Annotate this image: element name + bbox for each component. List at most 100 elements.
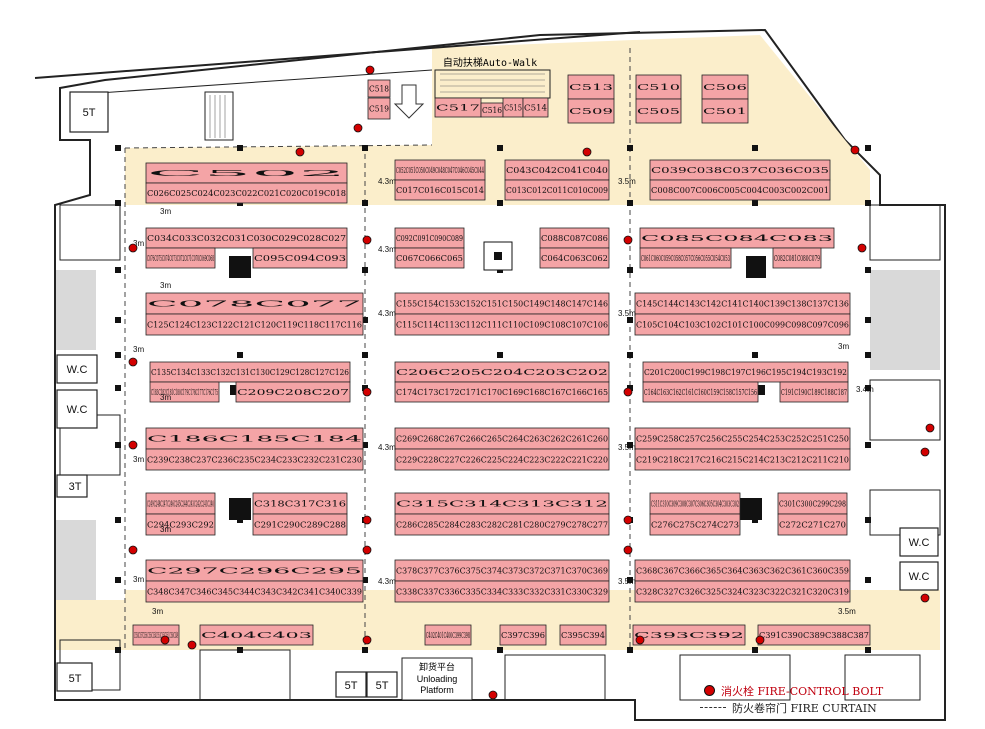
booth-c183[interactable]: C183C182C181C180C179C178C177C176C175 bbox=[149, 381, 220, 403]
booth-rect[interactable] bbox=[634, 313, 851, 336]
booth-c291[interactable]: C291C290C289C288 bbox=[252, 513, 348, 536]
booth-rect[interactable] bbox=[567, 98, 615, 124]
booth-rect[interactable] bbox=[701, 74, 749, 100]
booth-c404[interactable]: C404C403 bbox=[199, 624, 314, 646]
booth-rect[interactable] bbox=[649, 513, 741, 536]
booth-rect[interactable] bbox=[394, 381, 610, 403]
booth-c318[interactable]: C318C317C316 bbox=[252, 492, 348, 515]
booth-rect[interactable] bbox=[539, 247, 610, 269]
booth-rect[interactable] bbox=[499, 624, 547, 646]
booth-c368[interactable]: C368C367C366C365C364C363C362C361C360C359 bbox=[634, 559, 851, 582]
booth-c008[interactable]: C008C007C006C005C004C003C002C001 bbox=[649, 179, 831, 201]
booth-rect[interactable] bbox=[632, 624, 746, 646]
booth-c115[interactable]: C115C114C113C112C111C110C109C108C107C106 bbox=[394, 313, 610, 336]
booth-rect[interactable] bbox=[252, 513, 348, 536]
booth-c510[interactable]: C510 bbox=[635, 74, 682, 100]
booth-rect[interactable] bbox=[522, 97, 549, 118]
booth-c515[interactable]: C515 bbox=[502, 97, 524, 118]
booth-rect[interactable] bbox=[394, 448, 610, 471]
booth-rect[interactable] bbox=[779, 381, 849, 403]
booth-c395[interactable]: C395C394 bbox=[559, 624, 607, 646]
booth-c513[interactable]: C513 bbox=[567, 74, 615, 100]
booth-rect[interactable] bbox=[145, 247, 216, 269]
booth-c052[interactable]: C052C051C050C049C048C047C046C045C044 bbox=[394, 159, 486, 181]
booth-c095[interactable]: C095C094C093 bbox=[252, 247, 348, 269]
booth-c191[interactable]: C191C190C189C188C187 bbox=[779, 381, 849, 403]
booth-c076[interactable]: C076C075C074C073C072C071C070C069C068 bbox=[145, 247, 216, 269]
booth-c315[interactable]: C315C314C313C312 bbox=[394, 492, 610, 515]
booth-c272[interactable]: C272C271C270 bbox=[777, 513, 848, 536]
booth-rect[interactable] bbox=[634, 580, 851, 603]
booth-c301[interactable]: C301C300C299C298 bbox=[777, 492, 848, 515]
booth-c164[interactable]: C164C163C162C161C160C159C158C157C156 bbox=[642, 381, 759, 403]
booth-c017[interactable]: C017C016C015C014 bbox=[394, 179, 486, 201]
booth-c397[interactable]: C397C396 bbox=[499, 624, 547, 646]
booth-rect[interactable] bbox=[757, 624, 871, 646]
booth-c067[interactable]: C067C066C065 bbox=[394, 247, 465, 269]
booth-c269[interactable]: C269C268C267C266C265C264C263C262C261C260 bbox=[394, 427, 610, 450]
booth-c206[interactable]: C206C205C204C203C202 bbox=[394, 361, 610, 383]
booth-c174[interactable]: C174C173C172C171C170C169C168C167C166C165 bbox=[394, 381, 610, 403]
booth-c502[interactable]: C502 bbox=[145, 162, 348, 184]
booth-c043[interactable]: C043C042C041C040 bbox=[504, 159, 610, 181]
booth-c509[interactable]: C509 bbox=[567, 98, 615, 124]
booth-c078[interactable]: C078C077 bbox=[145, 292, 364, 315]
booth-c297[interactable]: C297C296C295 bbox=[145, 559, 364, 582]
booth-c061[interactable]: C061C060C059C058C057C056C055C054C053 bbox=[639, 247, 732, 269]
booth-rect[interactable] bbox=[367, 97, 391, 120]
booth-rect[interactable] bbox=[504, 179, 610, 201]
booth-c311[interactable]: C311C310C309C308C307C306C305C304C303C302 bbox=[649, 492, 741, 515]
booth-rect[interactable] bbox=[145, 182, 348, 204]
booth-c092[interactable]: C092C091C090C089 bbox=[394, 227, 465, 249]
booth-rect[interactable] bbox=[559, 624, 607, 646]
booth-rect[interactable] bbox=[394, 580, 610, 603]
booth-c034[interactable]: C034C033C032C031C030C029C028C027 bbox=[145, 227, 348, 249]
booth-rect[interactable] bbox=[424, 624, 472, 646]
booth-rect[interactable] bbox=[199, 624, 314, 646]
booth-c276[interactable]: C276C275C274C273 bbox=[649, 513, 741, 536]
booth-rect[interactable] bbox=[394, 247, 465, 269]
booth-rect[interactable] bbox=[642, 381, 759, 403]
booth-c393[interactable]: C393C392 bbox=[632, 624, 746, 646]
booth-c506[interactable]: C506 bbox=[701, 74, 749, 100]
booth-c026[interactable]: C026C025C024C023C022C021C020C019C018 bbox=[145, 182, 348, 204]
booth-c239[interactable]: C239C238C237C236C235C234C233C232C231C230 bbox=[145, 448, 364, 471]
booth-c348[interactable]: C348C347C346C345C344C343C342C341C340C339 bbox=[145, 580, 364, 603]
booth-c229[interactable]: C229C228C227C226C225C224C223C222C221C220 bbox=[394, 448, 610, 471]
booth-rect[interactable] bbox=[394, 513, 610, 536]
booth-c135[interactable]: C135C134C133C132C131C130C129C128C127C126 bbox=[149, 361, 351, 383]
booth-c105[interactable]: C105C104C103C102C101C100C099C098C097C096 bbox=[634, 313, 851, 336]
booth-rect[interactable] bbox=[394, 179, 486, 201]
booth-c286[interactable]: C286C285C284C283C282C281C280C279C278C277 bbox=[394, 513, 610, 536]
booth-c186[interactable]: C186C185C184 bbox=[145, 427, 364, 450]
booth-c294[interactable]: C294C293C292 bbox=[145, 513, 216, 536]
booth-rect[interactable] bbox=[145, 580, 364, 603]
booth-rect[interactable] bbox=[639, 227, 835, 249]
booth-c391[interactable]: C391C390C389C388C387 bbox=[757, 624, 871, 646]
booth-c338[interactable]: C338C337C336C335C334C333C332C331C330C329 bbox=[394, 580, 610, 603]
booth-c378[interactable]: C378C377C376C375C374C373C372C371C370C369 bbox=[394, 559, 610, 582]
booth-rect[interactable] bbox=[701, 98, 749, 124]
booth-rect[interactable] bbox=[145, 313, 364, 336]
booth-rect[interactable] bbox=[145, 448, 364, 471]
booth-rect[interactable] bbox=[145, 513, 216, 536]
booth-rect[interactable] bbox=[649, 179, 831, 201]
booth-rect[interactable] bbox=[639, 247, 732, 269]
booth-rect[interactable] bbox=[235, 381, 351, 403]
booth-c519[interactable]: C519 bbox=[367, 97, 391, 120]
booth-rect[interactable] bbox=[567, 74, 615, 100]
booth-rect[interactable] bbox=[634, 448, 851, 471]
booth-c518[interactable]: C518 bbox=[367, 79, 391, 98]
booth-c013[interactable]: C013C012C011C010C009 bbox=[504, 179, 610, 201]
booth-c249[interactable]: C249C248C247C246C245C244C243C242C241C240 bbox=[145, 492, 216, 515]
booth-c501[interactable]: C501 bbox=[701, 98, 749, 124]
booth-rect[interactable] bbox=[252, 247, 348, 269]
booth-rect[interactable] bbox=[394, 313, 610, 336]
booth-rect[interactable] bbox=[772, 247, 822, 269]
booth-c219[interactable]: C219C218C217C216C215C214C213C212C211C210 bbox=[634, 448, 851, 471]
booth-c088[interactable]: C088C087C086 bbox=[539, 227, 610, 249]
booth-c505[interactable]: C505 bbox=[635, 98, 682, 124]
booth-c064[interactable]: C064C063C062 bbox=[539, 247, 610, 269]
booth-rect[interactable] bbox=[145, 227, 348, 249]
booth-rect[interactable] bbox=[635, 74, 682, 100]
